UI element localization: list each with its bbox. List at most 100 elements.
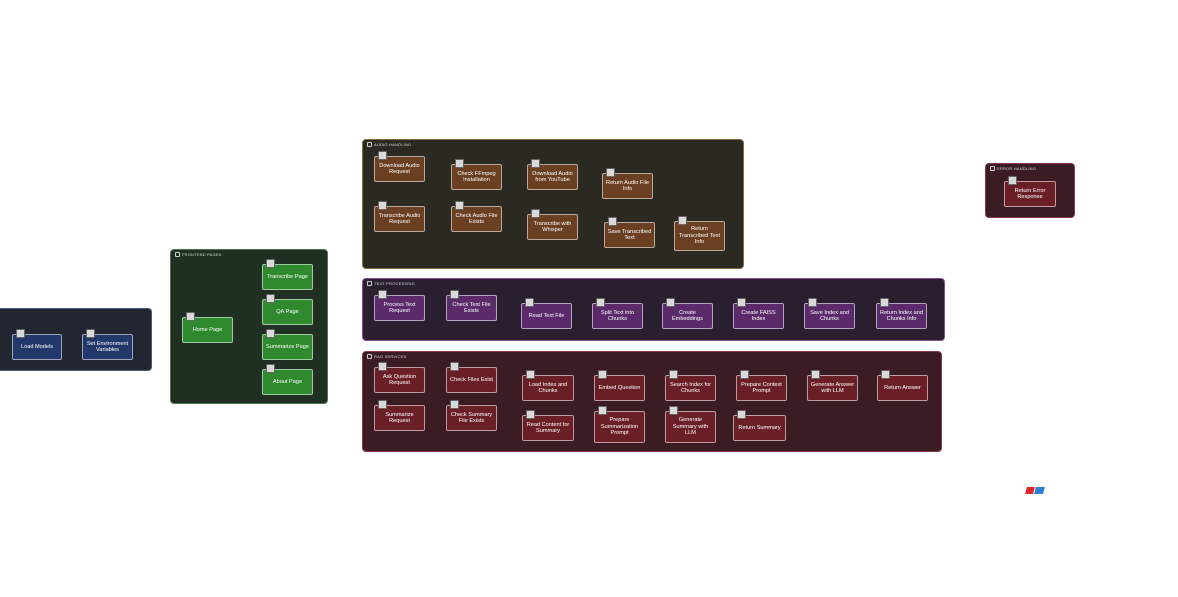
return-transcribed-node[interactable]: Return Transcribed Text Info: [674, 216, 725, 251]
return-summary-node[interactable]: Return Summary: [733, 410, 786, 441]
check-audio-exists-node[interactable]: Check Audio File Exists: [451, 201, 502, 232]
check-text-exists-node[interactable]: Check Text File Exists: [446, 290, 497, 321]
save-index-chunks-node[interactable]: Save Index and Chunks: [804, 298, 855, 329]
split-text-node[interactable]: Split Text into Chunks: [592, 298, 643, 329]
summarize-request-node[interactable]: Summarize Request: [374, 400, 425, 431]
file-icon: [526, 410, 535, 419]
node-label: Load Models: [20, 343, 54, 350]
youtube-icon: [531, 159, 540, 168]
download-youtube-node[interactable]: Download Audio from YouTube: [527, 159, 578, 190]
qa-page-node[interactable]: QA Page: [262, 294, 313, 325]
embed-question-node[interactable]: Embed Question: [594, 370, 645, 401]
folder-icon: [526, 370, 535, 379]
create-faiss-node[interactable]: Create FAISS Index: [733, 298, 784, 329]
transcribe-page-node[interactable]: Transcribe Page: [262, 259, 313, 290]
home-page-node[interactable]: Home Page: [182, 312, 233, 343]
info-icon: [266, 364, 275, 373]
transcribe-whisper-node[interactable]: Transcribe with Whisper: [527, 209, 578, 240]
return-error-node[interactable]: Return Error Response: [1004, 176, 1056, 207]
node-label: Save Transcribed Text: [607, 228, 652, 241]
split-icon: [596, 298, 605, 307]
transcribe-audio-request-node[interactable]: Transcribe Audio Request: [374, 201, 425, 232]
node-label: Embed Question: [598, 384, 641, 391]
brain-icon: [598, 370, 607, 379]
check-summary-exists-node[interactable]: Check Summary File Exists: [446, 400, 497, 431]
load-models-node[interactable]: Load Models: [12, 329, 62, 360]
node-label: Summarize Page: [266, 343, 309, 350]
about-page-node[interactable]: About Page: [262, 364, 313, 395]
return-answer-node[interactable]: Return Answer: [877, 370, 928, 401]
generate-answer-node[interactable]: Generate Answer with LLM: [807, 370, 858, 401]
node-label: Check Text File Exists: [452, 301, 491, 314]
check-files-exist-node[interactable]: Check Files Exist: [446, 362, 497, 393]
file-icon: [606, 168, 615, 177]
brain-icon: [666, 298, 675, 307]
node-label: Home Page: [192, 326, 223, 333]
node-icon: [16, 329, 25, 338]
node-label: Transcribe Audio Request: [378, 212, 421, 225]
warning-icon: [990, 166, 995, 172]
check-icon: [450, 362, 459, 371]
node-label: Split Text into Chunks: [600, 309, 635, 322]
node-label: Create FAISS Index: [741, 309, 776, 322]
logo-red-shape: [1025, 487, 1035, 494]
group-title: RAG SERVICES: [374, 354, 407, 359]
microphone-icon: [378, 201, 387, 210]
node-label: Return Index and Chunks Info: [880, 309, 923, 322]
node-label: About Page: [272, 378, 303, 385]
prepare-context-node[interactable]: Prepare Context Prompt: [736, 370, 787, 401]
node-label: Search Index for Chunks: [669, 381, 712, 394]
node-label: Return Audio File Info: [606, 179, 649, 192]
check-ffmpeg-node[interactable]: Check FFmpeg Installation: [451, 159, 502, 190]
read-content-summary-node[interactable]: Read Content for Summary: [522, 410, 574, 441]
node-label: Return Summary: [738, 424, 781, 431]
node-label: Summarize Request: [385, 411, 414, 424]
group-title: AUDIO HANDLING: [374, 142, 412, 147]
node-label: Return Answer: [884, 384, 921, 391]
read-text-file-node[interactable]: Read Text File: [521, 298, 572, 329]
save-transcribed-node[interactable]: Save Transcribed Text: [604, 217, 655, 248]
brand-logo: [1025, 487, 1045, 494]
pages-icon: [175, 252, 180, 258]
download-icon: [378, 151, 387, 160]
node-label: QA Page: [276, 308, 299, 315]
set-environment-variables-node[interactable]: Set Environment Variables: [82, 329, 133, 360]
prepare-summarization-node[interactable]: Prepare Summarization Prompt: [594, 406, 645, 443]
node-label: Generate Summary with LLM: [672, 417, 709, 437]
node-label: Check Files Exist: [450, 376, 493, 383]
node-label: Process Text Request: [383, 301, 416, 314]
send-icon: [881, 370, 890, 379]
node-label: Load Index and Chunks: [528, 381, 568, 394]
node-label: Read Content for Summary: [526, 421, 570, 434]
node-label: Save Index and Chunks: [810, 309, 849, 322]
process-text-request-node[interactable]: Process Text Request: [374, 290, 425, 321]
logo-blue-shape: [1034, 487, 1045, 494]
ask-question-request-node[interactable]: Ask Question Request: [374, 362, 425, 393]
audio-icon: [367, 142, 372, 148]
send-icon: [737, 410, 746, 419]
file-icon: [880, 298, 889, 307]
return-audio-info-node[interactable]: Return Audio File Info: [602, 168, 653, 199]
search-index-node[interactable]: Search Index for Chunks: [665, 370, 716, 401]
node-label: Prepare Summarization Prompt: [600, 417, 639, 437]
create-embeddings-node[interactable]: Create Embeddings: [662, 298, 713, 329]
group-title: TEXT PROCESSING: [374, 281, 415, 286]
group-title: FRONTEND PAGES: [182, 252, 222, 257]
node-label: Check Audio File Exists: [455, 212, 498, 225]
node-label: Set Environment Variables: [86, 340, 129, 353]
document-icon: [740, 370, 749, 379]
return-index-info-node[interactable]: Return Index and Chunks Info: [876, 298, 927, 329]
node-label: Return Transcribed Text Info: [678, 226, 721, 246]
file-icon: [678, 216, 687, 225]
node-label: Check Summary File Exists: [450, 411, 493, 424]
summarize-page-node[interactable]: Summarize Page: [262, 329, 313, 360]
save-icon: [808, 298, 817, 307]
load-index-chunks-node[interactable]: Load Index and Chunks: [522, 370, 574, 401]
generate-summary-node[interactable]: Generate Summary with LLM: [665, 406, 716, 443]
node-label: Transcribe with Whisper: [533, 220, 572, 233]
document-icon: [378, 400, 387, 409]
check-icon: [450, 290, 459, 299]
node-label: Download Audio from YouTube: [532, 170, 573, 183]
download-audio-request-node[interactable]: Download Audio Request: [374, 151, 425, 182]
